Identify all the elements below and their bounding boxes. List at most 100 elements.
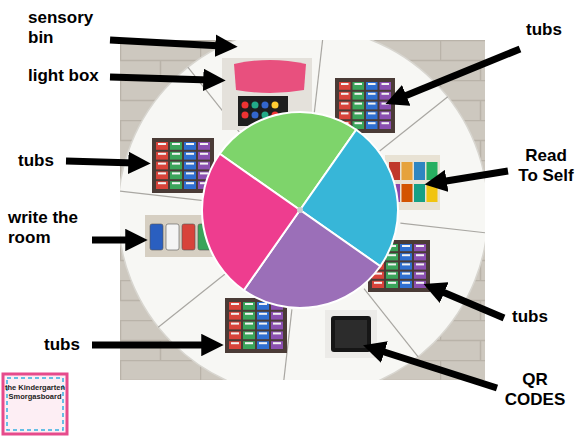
cup (166, 224, 179, 250)
tub (156, 152, 168, 160)
tub (257, 341, 269, 349)
tub (170, 181, 182, 189)
tub (243, 331, 255, 339)
tub (414, 262, 426, 269)
tub (386, 281, 398, 288)
station-label: tubs (44, 335, 94, 355)
tub (229, 322, 241, 330)
tablet (331, 316, 371, 352)
tub-tag (186, 172, 194, 174)
tub-tag (341, 103, 349, 105)
tub (414, 281, 426, 288)
tub-tag (355, 83, 363, 85)
tub (339, 92, 351, 100)
tub (353, 102, 365, 110)
tub (198, 162, 210, 170)
station-label: sensory bin (28, 8, 108, 47)
pointer-arrow (110, 40, 222, 46)
book (414, 162, 425, 180)
tub (366, 82, 378, 90)
tub-tag (200, 143, 208, 145)
station-label: tubs (18, 151, 68, 171)
tub-tag (355, 103, 363, 105)
tub (414, 272, 426, 279)
tub-tag (172, 143, 180, 145)
tub-tag (416, 245, 424, 247)
tub-tag (259, 323, 267, 325)
tub-tag (231, 342, 239, 344)
tub-tag (259, 303, 267, 305)
sensory-bin (234, 60, 306, 93)
tub-tag (245, 313, 253, 315)
tub-tag (341, 83, 349, 85)
tub (400, 281, 412, 288)
spinner-quadrant (202, 154, 300, 290)
rotation-wheel (120, 40, 485, 380)
bead (262, 102, 269, 109)
tub-tag (273, 323, 281, 325)
bead (242, 102, 249, 109)
color-spinner (202, 112, 398, 308)
tub (400, 244, 412, 251)
tub-tag (172, 182, 180, 184)
tub (366, 111, 378, 119)
tub (380, 121, 392, 129)
station-label: QR CODES (502, 370, 568, 409)
tub-tag (231, 332, 239, 334)
pointer-arrows (66, 40, 520, 388)
station-label: light box (28, 66, 118, 86)
tub-tag (355, 122, 363, 124)
tub (184, 181, 196, 189)
tub-tag (402, 273, 410, 275)
sector-divider (400, 223, 485, 233)
tub (170, 142, 182, 150)
tub (386, 262, 398, 269)
tub (353, 111, 365, 119)
tub-tag (341, 112, 349, 114)
tub-tag (200, 172, 208, 174)
tub (386, 272, 398, 279)
bead (242, 112, 249, 119)
tub-tag (382, 103, 390, 105)
tub-tag (382, 112, 390, 114)
book (427, 184, 438, 202)
tub (198, 142, 210, 150)
tub (339, 111, 351, 119)
station-label: write the room (8, 208, 90, 247)
tub-tag (245, 323, 253, 325)
tub-tag (416, 273, 424, 275)
pointer-arrow (92, 342, 208, 349)
tub (198, 152, 210, 160)
tub (400, 272, 412, 279)
tub-tag (259, 332, 267, 334)
station-label: tubs (526, 20, 578, 40)
tub-tag (158, 153, 166, 155)
tablet-screen (335, 320, 367, 348)
tub (271, 341, 283, 349)
tub-tag (416, 282, 424, 284)
tub (353, 92, 365, 100)
tub-tag (382, 83, 390, 85)
tub-tag (368, 112, 376, 114)
tub (243, 312, 255, 320)
tub (184, 162, 196, 170)
tub (229, 312, 241, 320)
tub (257, 331, 269, 339)
tub (156, 162, 168, 170)
tub-tag (186, 153, 194, 155)
tub (380, 111, 392, 119)
tub-tag (245, 332, 253, 334)
tub (414, 244, 426, 251)
tub-tag (245, 342, 253, 344)
cup (150, 224, 163, 250)
tub (243, 341, 255, 349)
tub-tag (416, 254, 424, 256)
tub-tag (273, 313, 281, 315)
cup (182, 224, 195, 250)
tub-tag (388, 254, 396, 256)
tub (257, 322, 269, 330)
tub (170, 162, 182, 170)
